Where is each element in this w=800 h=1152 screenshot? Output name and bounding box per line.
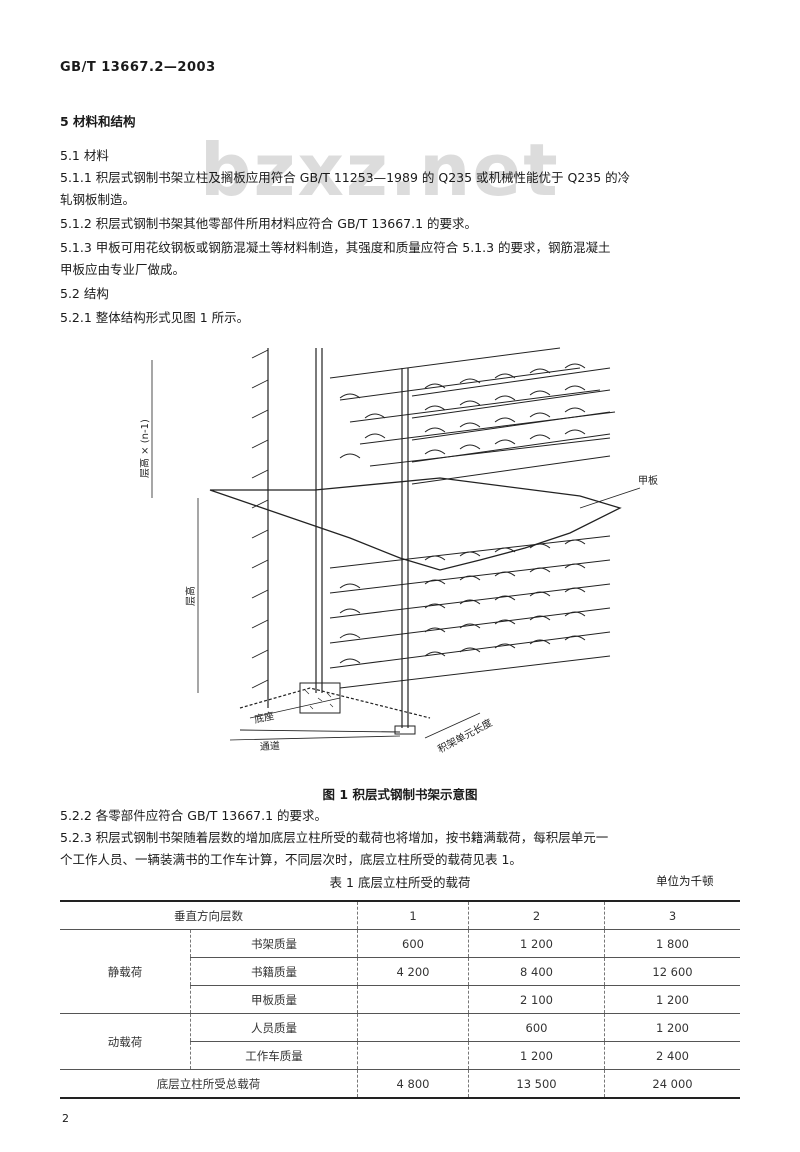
clause-5-1-3-line1: 5.1.3 甲板可用花纹钢板或钢筋混凝土等材料制造，其强度和质量应符合 5.1.… [60, 240, 611, 255]
clause-5-1-3-line2: 甲板应由专业厂做成。 [60, 262, 186, 277]
watermark: bzxz.net [200, 128, 560, 212]
clause-5-1-1-line1: 5.1.1 积层式钢制书架立柱及搁板应用符合 GB/T 11253—1989 的… [60, 170, 631, 185]
unit-length-label: 积架单元长度 [435, 716, 494, 756]
table-cell: 600 [468, 1013, 605, 1042]
table-cell: 人员质量 [190, 1013, 358, 1042]
header-cell: 垂直方向层数 [60, 900, 358, 930]
header-cell: 3 [604, 900, 740, 930]
table-cell: 1 200 [604, 985, 740, 1014]
table-cell: 1 200 [468, 1041, 605, 1070]
table-cell: 书籍质量 [190, 957, 358, 986]
static-load-group: 静载荷 [60, 929, 191, 1014]
floor-height-label: 层高 [184, 586, 197, 606]
table-row: 甲板质量 2 100 1 200 [60, 985, 740, 1014]
table-total-row: 底层立柱所受总载荷 4 800 13 500 24 000 [60, 1069, 740, 1099]
table-cell: 底层立柱所受总载荷 [60, 1069, 358, 1099]
clause-5-2-2: 5.2.2 各零部件应符合 GB/T 13667.1 的要求。 [60, 808, 327, 823]
clause-5-2-3-line1: 5.2.3 积层式钢制书架随着层数的增加底层立柱所受的载荷也将增加，按书籍满载荷… [60, 830, 609, 845]
table-cell [357, 1013, 469, 1042]
table-cell: 2 100 [468, 985, 605, 1014]
load-table: 垂直方向层数 1 2 3 静载荷 书架质量 600 1 200 1 800 书籍… [60, 900, 740, 1099]
table-cell: 甲板质量 [190, 985, 358, 1014]
table-cell: 工作车质量 [190, 1041, 358, 1070]
table-cell: 2 400 [604, 1041, 740, 1070]
header-cell: 2 [468, 900, 605, 930]
section-5-heading: 5 材料和结构 [60, 114, 136, 129]
table-cell: 4 200 [357, 957, 469, 986]
table-cell: 1 200 [468, 929, 605, 958]
table-header-row: 垂直方向层数 1 2 3 [60, 900, 740, 930]
table-cell: 24 000 [604, 1069, 740, 1099]
table-row: 工作车质量 1 200 2 400 [60, 1041, 740, 1070]
table-cell: 书架质量 [190, 929, 358, 958]
table-cell: 8 400 [468, 957, 605, 986]
table-title: 表 1 底层立柱所受的载荷 [329, 875, 471, 890]
clause-5-1-1-line2: 轧钢板制造。 [60, 192, 136, 207]
clause-5-2-3-line2: 个工作人员、一辆装满书的工作车计算，不同层次时，底层立柱所受的载荷见表 1。 [60, 852, 522, 867]
table-row: 动载荷 人员质量 600 1 200 [60, 1013, 740, 1070]
page-number: 2 [62, 1112, 69, 1125]
table-cell [357, 985, 469, 1014]
deck-label: 甲板 [638, 474, 658, 487]
bookshelf-diagram: 甲板 层高 × (n-1) 层高 底座 通道 积架单元长度 [140, 347, 658, 756]
table-row: 书籍质量 4 200 8 400 12 600 [60, 957, 740, 986]
header-cell: 1 [357, 900, 469, 930]
standard-number: GB/T 13667.2—2003 [60, 60, 216, 75]
figure-caption: 图 1 积层式钢制书架示意图 [322, 787, 478, 802]
table-cell: 13 500 [468, 1069, 605, 1099]
table-cell: 600 [357, 929, 469, 958]
table-cell: 12 600 [604, 957, 740, 986]
table-cell: 1 200 [604, 1013, 740, 1042]
dynamic-load-group: 动载荷 [60, 1013, 191, 1070]
table-cell: 1 800 [604, 929, 740, 958]
pedestal-label: 底座 [253, 709, 275, 726]
section-5-2-heading: 5.2 结构 [60, 286, 109, 301]
table-cell: 4 800 [357, 1069, 469, 1099]
table-unit: 单位为千顿 [656, 874, 714, 888]
clause-5-1-2: 5.1.2 积层式钢制书架其他零部件所用材料应符合 GB/T 13667.1 的… [60, 216, 477, 231]
table-row: 静载荷 书架质量 600 1 200 1 800 [60, 929, 740, 1014]
section-5-1-heading: 5.1 材料 [60, 148, 109, 163]
total-height-label: 层高 × (n-1) [140, 419, 151, 478]
aisle-label: 通道 [259, 739, 280, 753]
table-cell [357, 1041, 469, 1070]
clause-5-2-1: 5.2.1 整体结构形式见图 1 所示。 [60, 310, 250, 325]
